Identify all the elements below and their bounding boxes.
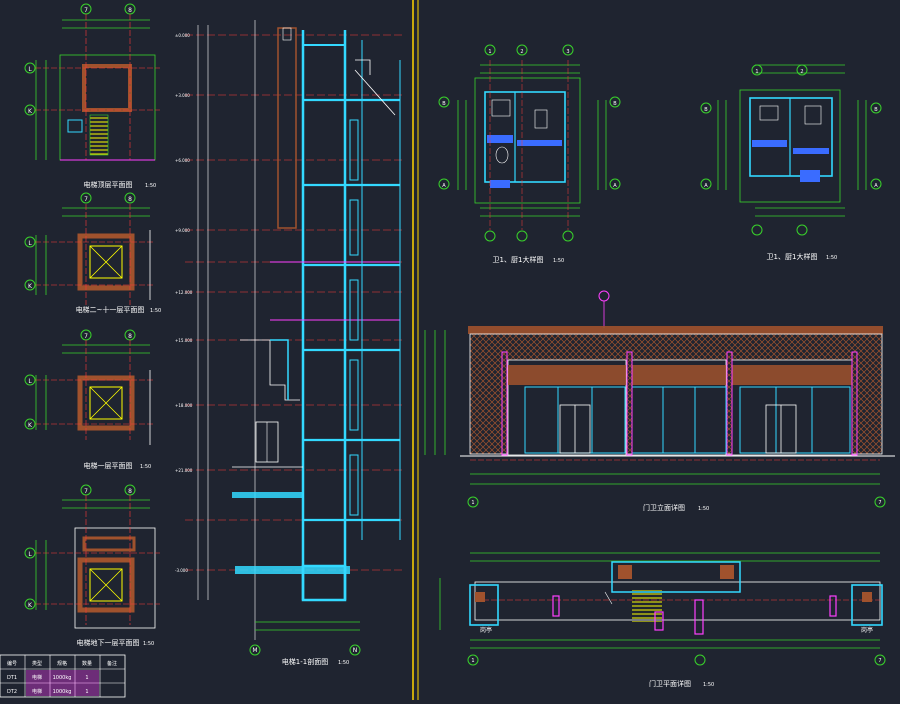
axis-label-A: A xyxy=(613,183,617,189)
svg-text:+3.000: +3.000 xyxy=(175,93,190,98)
plan-scale-typical-floor: 1:50 xyxy=(150,308,161,314)
table-header-cell: 类型 xyxy=(32,660,42,667)
axis-label-7: 7 xyxy=(84,333,88,340)
svg-text:+9.000: +9.000 xyxy=(175,228,190,233)
axis-label-8: 8 xyxy=(128,7,132,14)
axis-label-7: 7 xyxy=(84,7,88,14)
svg-text:-3.000: -3.000 xyxy=(175,568,188,573)
table-cell: 1000kg xyxy=(53,689,72,695)
table-cell: 电梯 xyxy=(32,674,42,681)
elevator-schedule-table: 编号 类型 规格 数量 备注 DT1 电梯 1000kg 1 DT2 电梯 10… xyxy=(0,654,126,698)
gatehouse-plan: 1 7 岗亭 岗亭 门卫平面详图 1:50 xyxy=(439,552,886,688)
elevator-section-1-1: ±0.000 +3.000 +6.000 +9.000 +12.000 +15.… xyxy=(175,20,405,666)
axis-label-1: 1 xyxy=(471,500,474,506)
axis-label-L: L xyxy=(28,66,32,73)
axis-label-8: 8 xyxy=(128,196,132,203)
svg-text:+18.000: +18.000 xyxy=(175,403,193,408)
section-scale: 1:50 xyxy=(338,660,349,666)
bath-kitchen-plan-right: 1 2 B A B A 卫1、厨1大样图 1:50 xyxy=(700,64,882,261)
gate-plan-title: 门卫平面详图 xyxy=(649,679,691,688)
plan-title-basement: 电梯地下一层平面图 xyxy=(77,638,140,647)
svg-text:±0.000: ±0.000 xyxy=(175,33,190,38)
guard-booth-label-left: 岗亭 xyxy=(480,626,492,634)
axis-label-8: 8 xyxy=(128,333,132,340)
axis-label-2: 2 xyxy=(520,49,523,55)
axis-label-3: 3 xyxy=(566,49,569,55)
axis-label-7: 7 xyxy=(878,500,881,506)
axis-label-A: A xyxy=(874,183,878,189)
axis-label-N: N xyxy=(353,647,358,654)
elevation-title: 门卫立面详图 xyxy=(643,503,685,512)
axis-label-M: M xyxy=(252,647,257,654)
plan-title-first-floor: 电梯一层平面图 xyxy=(84,461,133,470)
table-cell: 电梯 xyxy=(32,688,42,695)
plan-title-typical-floor: 电梯二~十一层平面图 xyxy=(76,305,145,314)
elevator-first-floor-plan: 7 8 L K 电梯一层平面图 1:50 xyxy=(24,329,155,470)
gate-plan-scale: 1:50 xyxy=(703,682,714,688)
table-cell: DT2 xyxy=(7,689,17,695)
plan-title-top-floor: 电梯顶层平面图 xyxy=(84,180,133,189)
table-cell: DT1 xyxy=(7,675,17,681)
axis-label-8: 8 xyxy=(128,488,132,495)
plan-scale-first-floor: 1:50 xyxy=(140,464,151,470)
svg-text:+12.000: +12.000 xyxy=(175,290,193,295)
axis-label-7: 7 xyxy=(84,196,88,203)
elevation-scale: 1:50 xyxy=(698,506,709,512)
bath-plan-scale-right: 1:50 xyxy=(826,255,837,261)
plan-scale-basement: 1:50 xyxy=(143,641,154,647)
axis-label-1: 1 xyxy=(471,658,474,664)
axis-label-B: B xyxy=(442,101,446,107)
axis-label-L: L xyxy=(28,551,32,558)
elevator-top-floor-plan: 7 8 L K 电梯顶层平面图 1:50 xyxy=(24,3,160,189)
table-cell: 1000kg xyxy=(53,675,72,681)
table-header-cell: 编号 xyxy=(7,660,17,667)
axis-label-L: L xyxy=(28,378,32,385)
axis-label-B: B xyxy=(874,107,878,113)
elevator-basement-plan: 7 8 L K 电梯地下一层平面图 1:50 xyxy=(24,484,160,647)
axis-label-B: B xyxy=(613,101,617,107)
table-header-cell: 规格 xyxy=(57,660,67,667)
bath-plan-title-right: 卫1、厨1大样图 xyxy=(767,252,818,261)
axis-label-A: A xyxy=(704,183,708,189)
bath-plan-title-left: 卫1、厨1大样图 xyxy=(493,255,544,264)
axis-label-L: L xyxy=(28,240,32,247)
section-title: 电梯1-1剖面图 xyxy=(282,657,328,666)
plan-scale-top-floor: 1:50 xyxy=(145,183,156,189)
table-cell: 1 xyxy=(85,689,88,695)
svg-text:+6.000: +6.000 xyxy=(175,158,190,163)
axis-label-7: 7 xyxy=(84,488,88,495)
bath-plan-scale-left: 1:50 xyxy=(553,258,564,264)
axis-label-7: 7 xyxy=(878,658,881,664)
bath-kitchen-plan-left: 1 2 3 B A B A 卫1、厨1大样图 1:50 xyxy=(438,44,621,264)
axis-label-K: K xyxy=(28,283,33,290)
guard-booth-label-right: 岗亭 xyxy=(861,626,873,634)
axis-label-K: K xyxy=(28,422,33,429)
axis-label-B: B xyxy=(704,107,708,113)
svg-text:+15.000: +15.000 xyxy=(175,338,193,343)
axis-label-1: 1 xyxy=(755,69,758,75)
axis-label-K: K xyxy=(28,108,33,115)
table-header-cell: 备注 xyxy=(107,660,117,667)
table-cell: 1 xyxy=(85,675,88,681)
svg-text:+21.000: +21.000 xyxy=(175,468,193,473)
axis-label-K: K xyxy=(28,602,33,609)
axis-label-1: 1 xyxy=(488,49,491,55)
table-header-cell: 数量 xyxy=(82,660,92,667)
axis-label-A: A xyxy=(442,183,446,189)
elevator-typical-floor-plan: 7 8 L K 电梯二~十一层平面图 1:50 xyxy=(24,192,161,314)
axis-label-2: 2 xyxy=(800,69,803,75)
gatehouse-elevation: 1 7 门卫立面详图 1:50 xyxy=(424,290,895,512)
